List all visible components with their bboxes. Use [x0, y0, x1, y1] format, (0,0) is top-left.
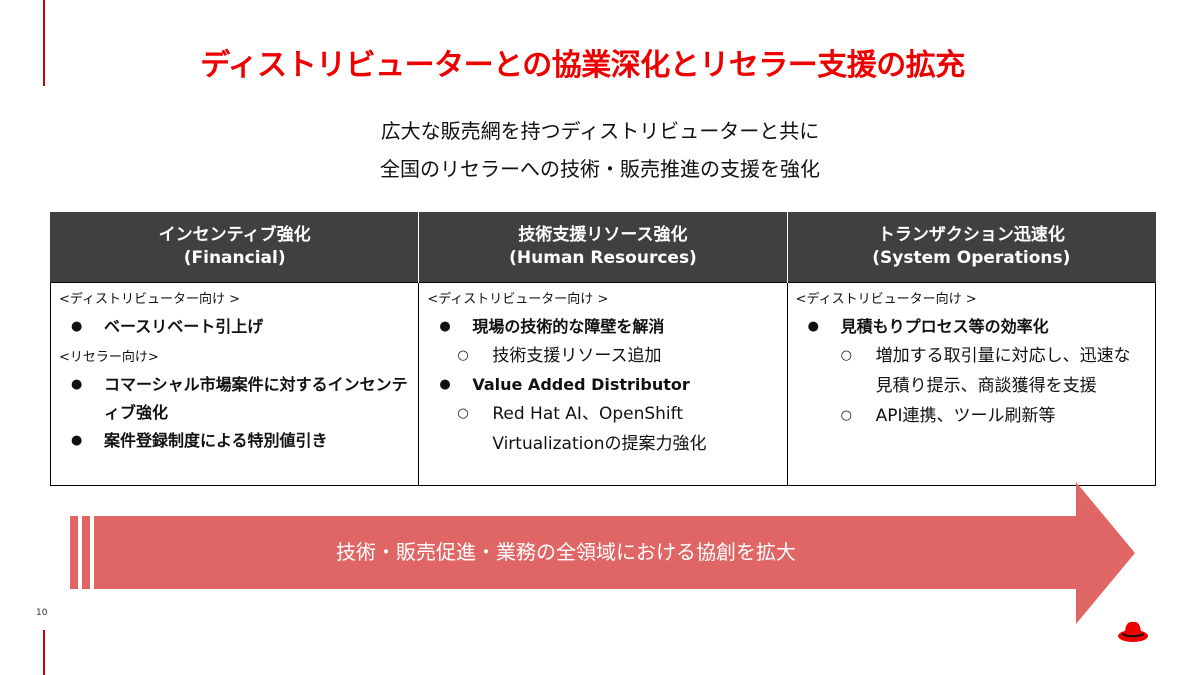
- accent-line-bottom: [43, 630, 45, 675]
- column-header-human-resources: 技術支援リソース強化 (Human Resources): [418, 212, 788, 283]
- bullet-list: Value Added Distributor: [427, 371, 778, 399]
- list-item: ベースリベート引上げ: [59, 313, 410, 341]
- column-title: 技術支援リソース強化: [518, 225, 688, 245]
- column-subtitle: (Human Resources): [509, 248, 697, 268]
- group-label: <リセラー向け>: [59, 350, 159, 365]
- group-label: <ディストリビューター向け >: [59, 292, 241, 307]
- sub-bullet-list: 増加する取引量に対応し、迅速な見積り提示、商談獲得を支援 API連携、ツール刷新…: [831, 341, 1147, 431]
- sub-list-item: 技術支援リソース追加: [447, 341, 778, 371]
- list-item-text: 見積もりプロセス等の効率化: [840, 317, 1049, 336]
- column-body-financial: <ディストリビューター向け > ベースリベート引上げ <リセラー向け> コマーシ…: [49, 282, 420, 486]
- bullet-list: コマーシャル市場案件に対するインセンティブ強化 案件登録制度による特別値引き: [59, 371, 410, 455]
- column-body-human-resources: <ディストリビューター向け > 現場の技術的な障壁を解消 技術支援リソース追加 …: [418, 282, 788, 486]
- page-number: 10: [36, 608, 48, 618]
- sub-bullet-list: 技術支援リソース追加: [447, 341, 778, 371]
- column-header-system-operations: トランザクション迅速化 (System Operations): [786, 212, 1157, 283]
- bullet-list: 見積もりプロセス等の効率化: [796, 313, 1147, 341]
- slide-subtitle: 広大な販売網を持つディストリビューターと共に 全国のリセラーへの技術・販売推進の…: [0, 112, 1200, 188]
- list-item: コマーシャル市場案件に対するインセンティブ強化: [59, 371, 410, 427]
- subtitle-line: 広大な販売網を持つディストリビューターと共に: [380, 119, 820, 143]
- expansion-arrow: [66, 482, 1138, 624]
- arrow-shape-icon: [70, 482, 1135, 624]
- sub-list-item: API連携、ツール刷新等: [831, 401, 1147, 431]
- sub-bullet-list: Red Hat AI、OpenShift Virtualizationの提案力強…: [447, 399, 778, 459]
- bullet-list: 現場の技術的な障壁を解消: [427, 313, 778, 341]
- column-title: トランザクション迅速化: [877, 225, 1065, 245]
- arrow-message: 技術・販売促進・業務の全領域における協創を拡大: [336, 540, 796, 564]
- accent-line-top: [43, 0, 45, 86]
- column-subtitle: (Financial): [183, 248, 286, 268]
- subtitle-line: 全国のリセラーへの技術・販売推進の支援を強化: [380, 157, 820, 181]
- initiatives-table: インセンティブ強化 (Financial) 技術支援リソース強化 (Human …: [49, 212, 1157, 486]
- column-title: インセンティブ強化: [158, 225, 311, 245]
- column-header-financial: インセンティブ強化 (Financial): [49, 212, 420, 283]
- list-item: 現場の技術的な障壁を解消: [427, 313, 778, 341]
- column-body-system-operations: <ディストリビューター向け > 見積もりプロセス等の効率化 増加する取引量に対応…: [786, 282, 1157, 486]
- list-item-text: 現場の技術的な障壁を解消: [472, 317, 665, 336]
- red-hat-fedora-icon: [1116, 619, 1150, 649]
- list-item: 案件登録制度による特別値引き: [59, 427, 410, 455]
- list-item: 見積もりプロセス等の効率化: [796, 313, 1147, 341]
- list-item-text: Value Added Distributor: [472, 375, 690, 394]
- sub-list-item: 増加する取引量に対応し、迅速な見積り提示、商談獲得を支援: [831, 341, 1147, 401]
- column-subtitle: (System Operations): [872, 248, 1071, 268]
- bullet-list: ベースリベート引上げ: [59, 313, 410, 341]
- list-item: Value Added Distributor: [427, 371, 778, 399]
- sub-list-item: Red Hat AI、OpenShift Virtualizationの提案力強…: [447, 399, 778, 459]
- group-label: <ディストリビューター向け >: [795, 292, 977, 307]
- group-label: <ディストリビューター向け >: [427, 292, 609, 307]
- slide-title: ディストリビューターとの協業深化とリセラー支援の拡充: [200, 48, 965, 83]
